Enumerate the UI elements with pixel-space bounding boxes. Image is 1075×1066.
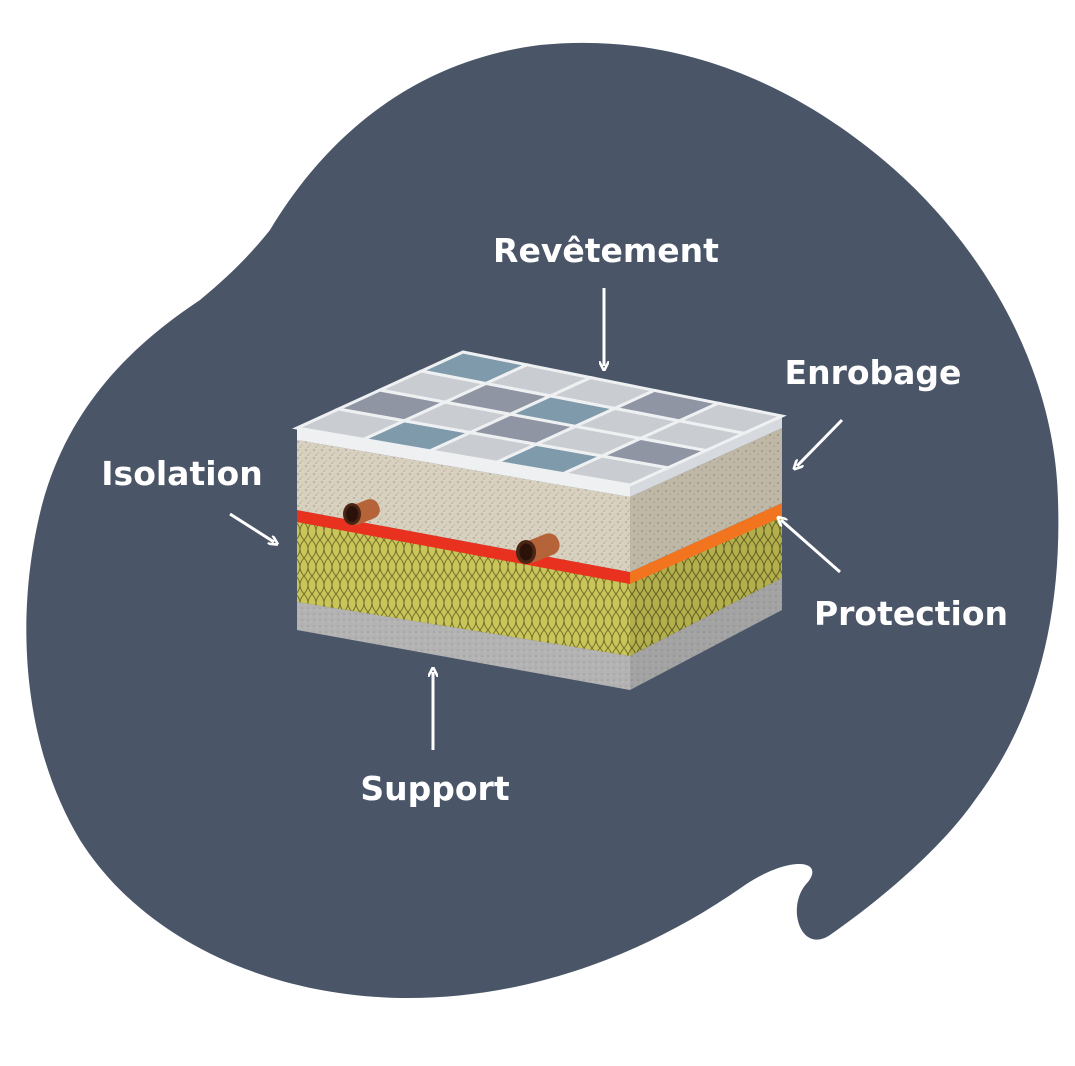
enrobage-layer-side — [630, 428, 782, 572]
isolation-layer-front — [297, 522, 630, 656]
support-label: Support — [360, 769, 509, 808]
tile — [674, 401, 787, 435]
revetement-label: Revêtement — [493, 231, 719, 270]
isolation-layer-side — [630, 515, 782, 656]
revetement-tiles — [291, 350, 787, 487]
floor-block — [291, 350, 787, 690]
enrobage-arrow — [797, 418, 844, 466]
heating-pipe — [516, 533, 560, 564]
protection-layer-front — [297, 510, 630, 584]
protection-arrow — [781, 520, 841, 574]
support-layer-side — [630, 578, 782, 690]
isolation-label: Isolation — [101, 454, 262, 493]
protection-label: Protection — [814, 594, 1008, 633]
isolation-arrow — [229, 512, 274, 542]
revetement-edge-side — [630, 416, 782, 497]
heating-pipe — [343, 499, 380, 525]
protection-layer-side — [630, 503, 782, 584]
enrobage-label: Enrobage — [785, 353, 962, 392]
support-layer-front — [297, 602, 630, 690]
revetement-edge-front — [297, 428, 630, 497]
